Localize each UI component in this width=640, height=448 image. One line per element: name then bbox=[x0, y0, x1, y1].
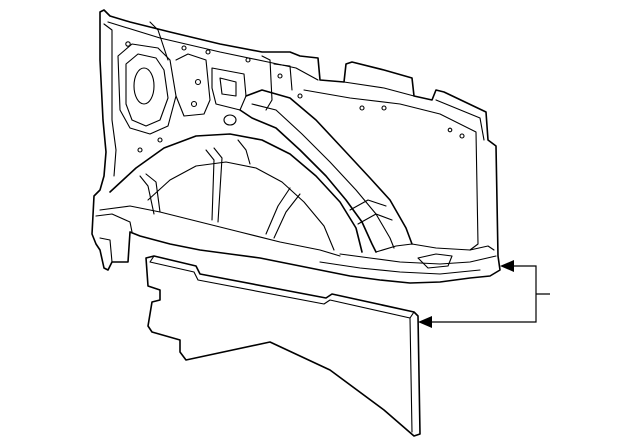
center-hole bbox=[223, 114, 237, 126]
dash-panel bbox=[91, 9, 501, 284]
wheelhouse-outer bbox=[109, 133, 363, 253]
left-gusset-inner bbox=[125, 53, 169, 127]
tray-lower-lip bbox=[319, 261, 481, 275]
arrow-to-dash-panel bbox=[500, 260, 514, 272]
tray-floor-front bbox=[339, 253, 497, 265]
rail-crossbar bbox=[349, 199, 393, 225]
top-flange-edge bbox=[107, 21, 319, 81]
right-top-flange bbox=[343, 81, 485, 141]
vertical-rib bbox=[261, 55, 293, 111]
arch-rib-3 bbox=[265, 187, 301, 239]
left-gusset bbox=[117, 43, 177, 135]
insulator-pad bbox=[145, 255, 421, 437]
arrow-to-insulator-pad bbox=[418, 316, 432, 328]
rail-upper-edge bbox=[245, 89, 413, 245]
callout-leaders bbox=[418, 260, 550, 328]
gusset-hole bbox=[133, 67, 155, 105]
mounting-holes bbox=[125, 41, 465, 153]
left-skirt bbox=[95, 213, 133, 263]
left-edge-fold bbox=[103, 23, 117, 177]
gusset-brace bbox=[149, 21, 211, 117]
center-bracket-inner bbox=[219, 77, 237, 97]
tray-inner-back bbox=[303, 89, 479, 251]
arch-rib-1 bbox=[139, 173, 161, 215]
insulator-pad-outline bbox=[145, 255, 421, 437]
callout-bracket bbox=[430, 265, 550, 323]
tray-floor-edge bbox=[411, 243, 495, 251]
insulator-pad-front-fold bbox=[409, 317, 413, 433]
rail-mid-line bbox=[251, 103, 395, 249]
wheelhouse-lower bbox=[99, 205, 341, 257]
tray-pocket bbox=[417, 253, 453, 269]
rail-lower-edge bbox=[239, 109, 377, 253]
insulator-pad-top-face bbox=[149, 255, 415, 319]
arch-rib-2 bbox=[205, 147, 223, 223]
rail-end-cap bbox=[375, 243, 413, 253]
arch-rib-4 bbox=[237, 139, 251, 165]
wheelhouse-inner bbox=[147, 161, 335, 251]
